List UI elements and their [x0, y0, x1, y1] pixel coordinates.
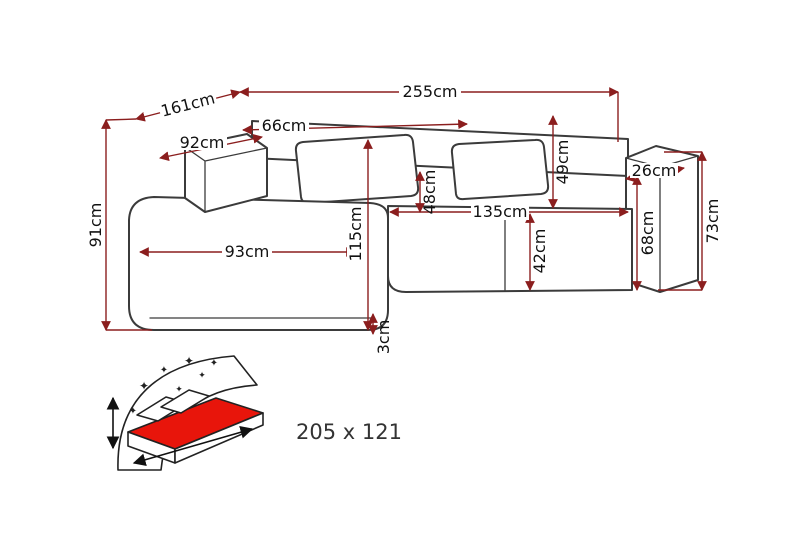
dimension-labels: 255cm 161cm 92cm 66cm 49cm 26cm 73cm 91c… — [86, 82, 722, 354]
bed-width-arrow — [132, 426, 254, 466]
label-mask — [630, 163, 678, 178]
label-mask — [157, 89, 219, 121]
dimension-label-left-arm-width: 92cm — [180, 133, 225, 152]
star-icon: ✦ — [198, 371, 206, 381]
label-mask — [177, 135, 227, 150]
dimension-label-height-left: 91cm — [86, 203, 105, 248]
star-icon: ✦ — [139, 379, 149, 393]
label-mask — [222, 244, 272, 260]
star-icon: ✦ — [210, 358, 218, 369]
sleeping-function-icon: ✦ ✦ ✦ ✦ ✦ ✦ ✦ ✦ ✦ — [106, 354, 264, 471]
sofa-outline — [128, 120, 699, 331]
dimension-label-back-cushion-width: 66cm — [262, 116, 307, 135]
extension-line — [105, 118, 137, 121]
dimension-label-total-width: 255cm — [403, 82, 458, 101]
star-icon: ✦ — [184, 354, 194, 368]
dimension-label-back-cushion-height: 49cm — [553, 140, 572, 185]
label-mask — [259, 118, 309, 133]
star-icon: ✦ — [175, 385, 183, 395]
star-icon: ✦ — [129, 406, 137, 417]
label-mask — [471, 204, 529, 220]
sleeping-area-size: 205 x 121 — [296, 420, 402, 444]
bed-pillow-right — [160, 389, 210, 414]
sofa-back-cushion-left — [294, 133, 420, 205]
sofa-back-cushion-right — [450, 138, 550, 201]
star-icon: ✦ — [160, 365, 168, 376]
dimension-label-arm-depth: 68cm — [638, 211, 657, 256]
dimension-label-chaise-seat-width: 93cm — [225, 242, 270, 261]
dimension-label-back-edge: 161cm — [159, 88, 217, 120]
dimension-label-plinth-height: 3cm — [374, 320, 393, 355]
label-mask — [347, 206, 364, 262]
dimension-label-height-right: 73cm — [703, 199, 722, 244]
dimension-label-backrest-depth: 48cm — [420, 170, 439, 215]
label-mask — [399, 84, 461, 101]
dimension-label-chaise-depth: 115cm — [346, 207, 365, 262]
dimension-label-seat-width: 135cm — [473, 202, 528, 221]
dimension-label-right-arm-width: 26cm — [632, 161, 677, 180]
dimension-label-seat-depth: 42cm — [530, 229, 549, 274]
